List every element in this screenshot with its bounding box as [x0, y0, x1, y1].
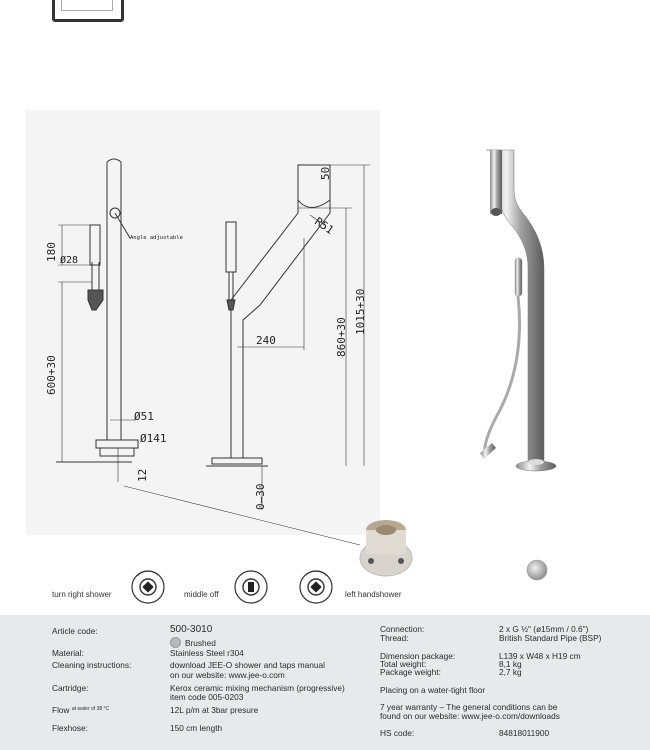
finish-dot-icon [170, 637, 181, 648]
total-weight-label: Total weight: [380, 659, 427, 669]
legend-middle: middle off [184, 590, 219, 599]
finish-row: Brushed [170, 637, 216, 648]
dim-50: 50 [319, 167, 332, 180]
dim-180: 180 [45, 242, 58, 262]
flow-sup: at water of 38 °C [71, 706, 110, 712]
dimension-label: Dimension package: [380, 651, 456, 661]
hs-label: HS code: [380, 728, 415, 738]
dim-600: 600+30 [45, 355, 58, 395]
dim-240: 240 [256, 334, 276, 347]
knob-left-icon [299, 570, 333, 604]
dim-141: Ø141 [140, 432, 167, 445]
flow-value: 12L p/m at 3bar presure [170, 705, 259, 715]
cleaning-label: Cleaning instructions: [52, 660, 132, 670]
cartridge-value-2: item code 005-0203 [170, 692, 244, 702]
article-code-value: 500-3010 [170, 624, 213, 635]
flexhose-label: Flexhose: [52, 723, 88, 733]
product-render [480, 149, 557, 472]
warranty-line-2: found on our website: www.jee-o.com/down… [380, 711, 560, 721]
article-code-label: Article code: [52, 626, 98, 636]
connection-value: 2 x G ½" (ø15mm / 0.6") [499, 624, 589, 634]
package-weight-value: 2,7 kg [499, 667, 522, 677]
front-view [56, 158, 361, 546]
knob-turn-right-icon [131, 570, 165, 604]
legend-turn-right: turn right shower [52, 590, 112, 599]
flexhose-value: 150 cm length [170, 723, 223, 733]
dim-12: 12 [136, 469, 149, 482]
connection-label: Connection: [380, 624, 425, 634]
package-weight-label: Package weight: [380, 667, 441, 677]
finish-value: Brushed [185, 638, 216, 648]
dim-860: 860+30 [335, 317, 348, 357]
finish-swatch [526, 559, 548, 581]
warranty-line-1: 7 year warranty – The general conditions… [380, 702, 558, 712]
cartridge-label: Cartridge: [52, 683, 89, 693]
cleaning-value-2: on our website: www.jee-o.com [170, 670, 285, 680]
hs-value: 84818011900 [499, 728, 550, 738]
material-label: Material: [52, 648, 84, 658]
flow-label-row: Flow at water of 38 °C [52, 706, 109, 717]
dim-28: Ø28 [60, 254, 78, 266]
brand-logo [52, 0, 124, 22]
drawing-panel [26, 110, 380, 535]
dim-1015: 1015+30 [354, 289, 367, 335]
dim-0-30: 0–30 [254, 484, 267, 511]
placing-note: Placing on a water-tight floor [380, 685, 486, 695]
dimension-value: L139 x W48 x H19 cm [499, 651, 581, 661]
cartridge-value-1: Kerox ceramic mixing mechanism (progress… [170, 683, 345, 693]
side-view [206, 164, 370, 510]
total-weight-value: 8,1 kg [499, 659, 522, 669]
flow-label: Flow [52, 705, 70, 715]
knob-middle-icon [234, 570, 268, 604]
dim-51: Ø51 [134, 410, 154, 423]
technical-drawing: Angle adjustable 180 Ø28 600+30 Ø51 Ø141… [26, 110, 557, 604]
cleaning-value-1: download JEE-O shower and taps manual [170, 660, 325, 670]
spec-footer: Article code: 500-3010 Brushed Material:… [0, 615, 650, 750]
thread-label: Thread: [380, 633, 409, 643]
cartridge-photo [359, 520, 413, 577]
thread-value: British Standard Pipe (BSP) [499, 633, 602, 643]
material-value: Stainless Steel r304 [170, 648, 244, 658]
legend-left: left handshower [345, 590, 402, 599]
label-angle: Angle adjustable [130, 235, 183, 241]
